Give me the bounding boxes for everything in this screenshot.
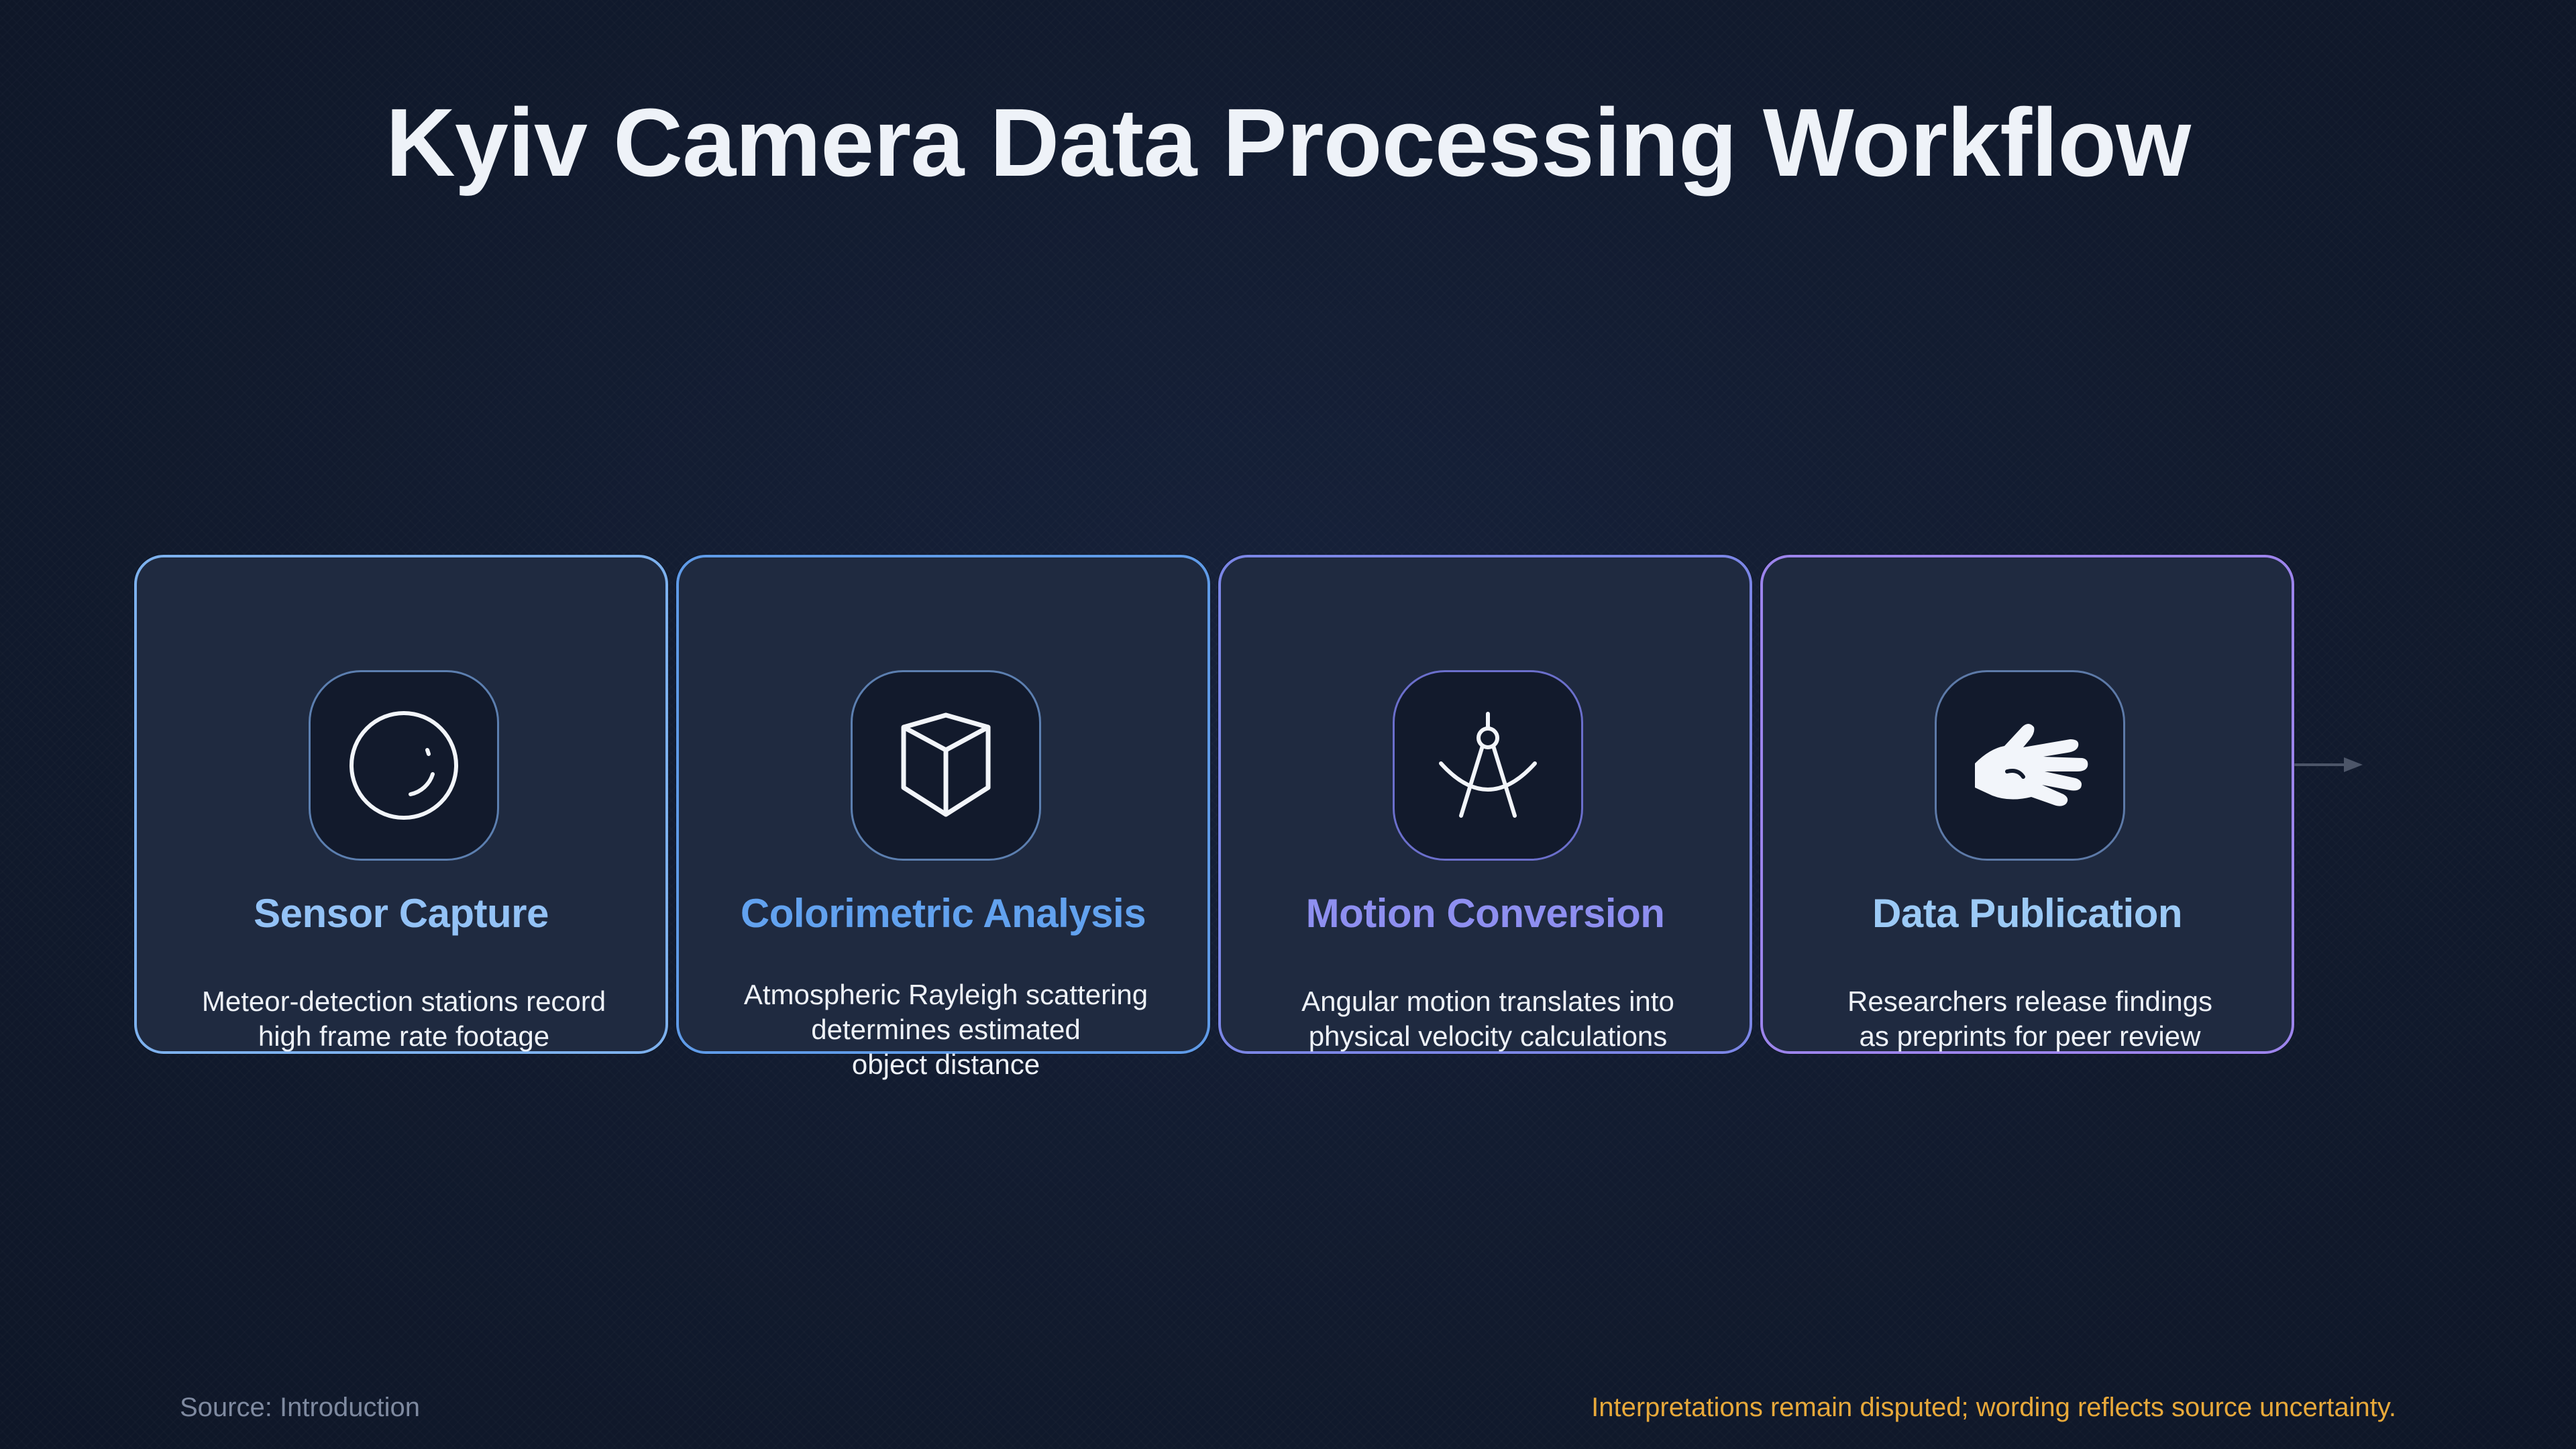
step-description: Meteor-detection stations record high fr… (201, 985, 606, 1052)
open-hand-icon (1975, 724, 2088, 806)
step-description: Atmospheric Rayleigh scattering determin… (743, 979, 1148, 1080)
source-note: Source: Introduction (180, 1393, 420, 1422)
connector-arrow-end (2293, 757, 2363, 772)
step-card-sensor-capture: Sensor Capture Meteor-detection stations… (134, 555, 668, 1054)
step-card-data-publication: Data Publication Researchers release fin… (1760, 555, 2294, 1054)
step-title: Motion Conversion (1305, 891, 1665, 936)
step-icon-box (851, 670, 1041, 861)
step-icon-box (1935, 670, 2125, 861)
step-card-motion-conversion: Motion Conversion Angular motion transla… (1218, 555, 1752, 1054)
page-title: Kyiv Camera Data Processing Workflow (385, 89, 2191, 197)
step-icon-box (309, 670, 499, 861)
step-description: Researchers release findings as preprint… (1847, 985, 2212, 1052)
step-title: Data Publication (1872, 891, 2183, 936)
step-title: Colorimetric Analysis (740, 891, 1146, 936)
prism-shield-icon (901, 712, 991, 817)
step-icon-box (1393, 670, 1583, 861)
circle-icon (350, 711, 458, 820)
drafting-compass-icon (1439, 712, 1537, 818)
step-card-colorimetric-analysis: Colorimetric Analysis Atmospheric Raylei… (676, 555, 1210, 1080)
step-description: Angular motion translates into physical … (1301, 985, 1674, 1052)
step-title: Sensor Capture (254, 891, 549, 936)
disclaimer-note: Interpretations remain disputed; wording… (1591, 1393, 2396, 1422)
